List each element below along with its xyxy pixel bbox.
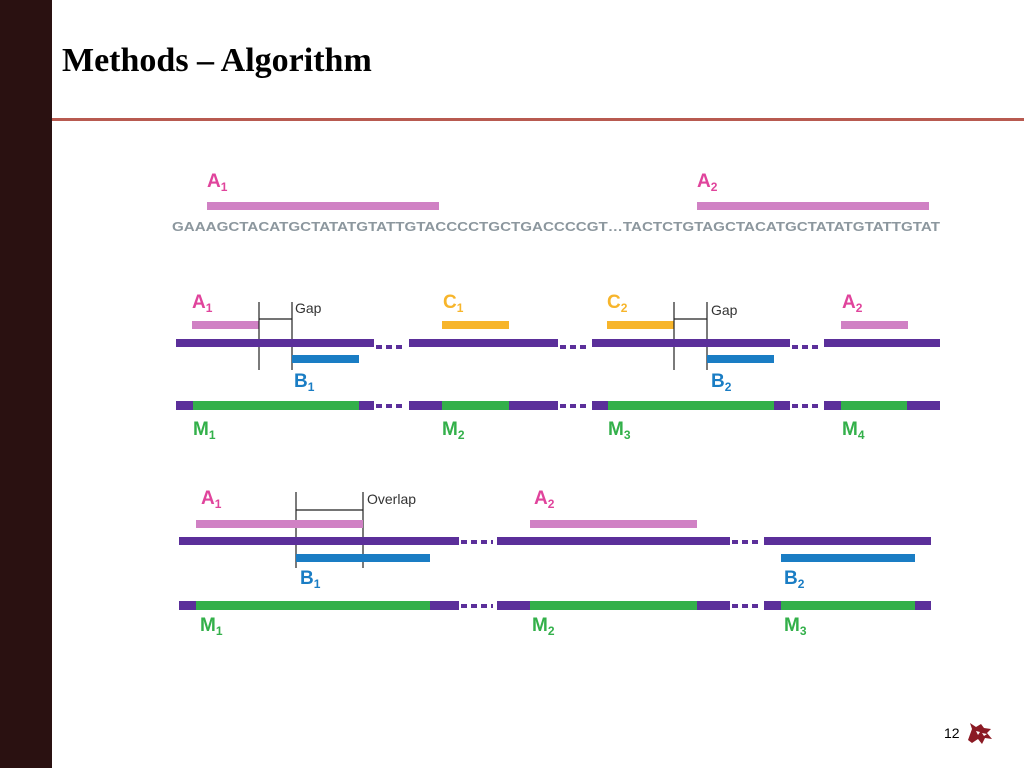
bar-b1 [296,554,430,562]
gap-section: A1 C1 C2 A2 Gap Gap [176,292,940,442]
sequence-section: A1 A2 GAAAGCTACATGCTATATGTATTGTACCCCTGCT… [172,171,940,234]
label-m1: M1 [200,615,223,638]
label-m4: M4 [842,419,865,442]
title-rule [52,118,1024,121]
bar-a1 [196,520,363,528]
merged-line [179,601,931,610]
bar-a2 [530,520,697,528]
overlap-label: Overlap [367,491,416,507]
label-m1: M1 [193,419,216,442]
reference-line [176,339,940,349]
cougar-head-logo-icon [968,723,992,744]
bar-a2 [697,202,929,210]
reference-line [179,537,931,545]
slide-title: Methods – Algorithm [62,42,372,79]
gap-label: Gap [711,302,738,318]
label-m3: M3 [608,419,631,442]
bar-b2 [781,554,915,562]
label-a1: A1 [192,292,213,315]
algorithm-diagram: A1 A2 GAAAGCTACATGCTATATGTATTGTACCCCTGCT… [172,171,940,638]
bar-a1 [192,321,259,329]
label-c2: C2 [607,292,628,315]
bar-a2 [841,321,908,329]
label-m3: M3 [784,615,807,638]
gap-bracket-2 [673,302,708,370]
dna-sequence: GAAAGCTACATGCTATATGTATTGTACCCCTGCTGACCCC… [172,220,940,234]
label-c1: C1 [443,292,464,315]
label-b1: B1 [300,568,321,591]
label-m2: M2 [442,419,465,442]
sidebar-bar [0,0,52,768]
label-a2: A2 [534,488,555,511]
overlap-section: A1 A2 Overlap B1 B2 [179,488,931,638]
label-a2: A2 [697,171,718,194]
label-m2: M2 [532,615,555,638]
bar-c2 [607,321,674,329]
gap-label: Gap [295,300,322,316]
label-b2: B2 [784,568,805,591]
label-b1: B1 [294,371,315,394]
label-a1: A1 [207,171,228,194]
label-a2: A2 [842,292,863,315]
page-number: 12 [944,725,960,741]
label-b2: B2 [711,371,732,394]
bar-b1 [292,355,359,363]
merged-line [176,401,940,410]
bar-b2 [707,355,774,363]
bar-c1 [442,321,509,329]
gap-bracket-1 [258,302,293,370]
label-a1: A1 [201,488,222,511]
bar-a1 [207,202,439,210]
